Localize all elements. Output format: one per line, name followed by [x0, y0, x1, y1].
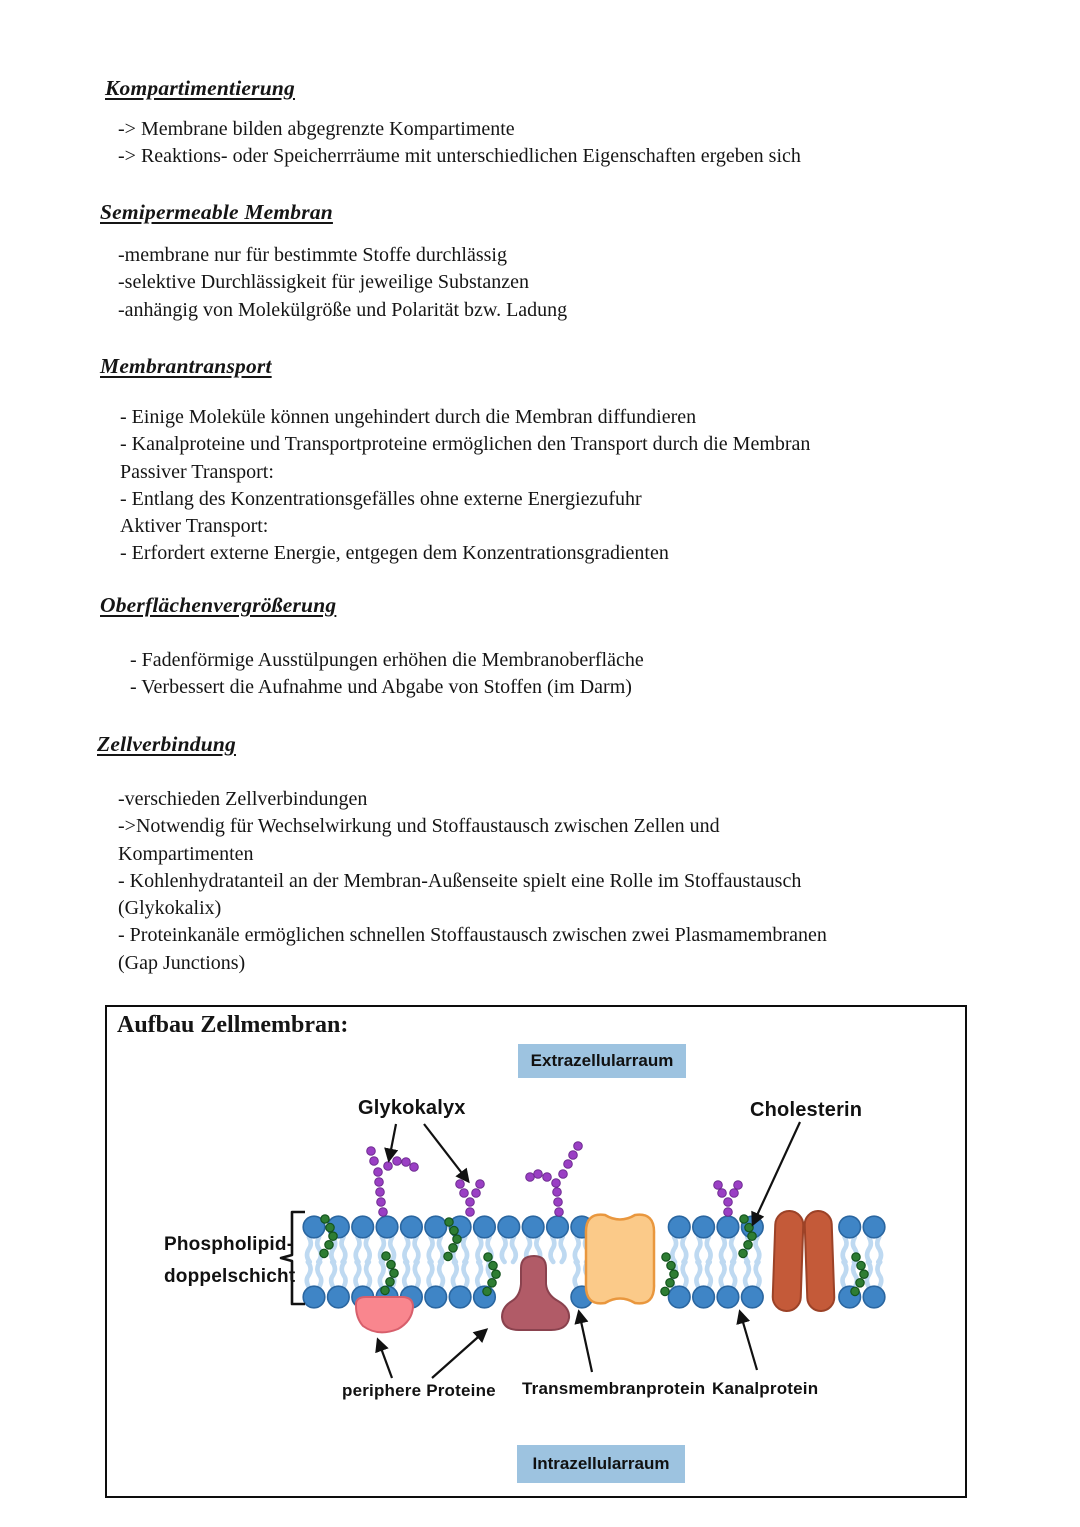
peripheral-proteins-label: periphere Proteine: [342, 1381, 496, 1400]
heading-oberflaechenvergroesserung: Oberflächenvergrößerung: [100, 593, 337, 617]
text-line: Aktiver Transport:: [120, 515, 269, 538]
section-membrantransport-body: - Einige Moleküle können ungehindert dur…: [120, 404, 810, 568]
text-line: - Kanalproteine und Transportproteine er…: [120, 433, 811, 456]
section-zellverbindung-body: -verschieden Zellverbindungen ->Notwendi…: [118, 786, 827, 977]
text-line: - Kohlenhydratanteil an der Membran-Auße…: [118, 869, 802, 892]
channel-protein-label: Kanalprotein: [712, 1379, 819, 1398]
heading-zellverbindung: Zellverbindung: [97, 732, 236, 756]
text-line: -anhängig von Molekülgröße und Polarität…: [118, 298, 568, 321]
heading-semipermeable-membran: Semipermeable Membran: [100, 200, 333, 224]
extracellular-space-label: Extrazellularraum: [518, 1044, 686, 1078]
text-line: (Gap Junctions): [118, 951, 246, 974]
text-line: -> Reaktions- oder Speicherrräume mit un…: [118, 145, 801, 168]
section-kompartimentierung-body: -> Membrane bilden abgegrenzte Kompartim…: [118, 116, 801, 171]
text-line: Kompartimenten: [118, 842, 254, 865]
transmembrane-protein-label: Transmembranprotein: [522, 1379, 706, 1398]
phospholipid-label-line2: doppelschicht: [164, 1266, 296, 1287]
text-line: -> Membrane bilden abgegrenzte Kompartim…: [118, 118, 515, 140]
text-line: - Proteinkanäle ermöglichen schnellen St…: [118, 924, 827, 947]
section-semipermeable-body: -membrane nur für bestimmte Stoffe durch…: [118, 242, 567, 324]
text-line: - Verbessert die Aufnahme und Abgabe von…: [130, 676, 632, 699]
text-line: - Erfordert externe Energie, entgegen de…: [120, 542, 669, 565]
cholesterol-label: Cholesterin: [750, 1099, 863, 1121]
text-line: -membrane nur für bestimmte Stoffe durch…: [118, 244, 507, 266]
text-line: - Fadenförmige Ausstülpungen erhöhen die…: [130, 649, 644, 671]
text-line: Passiver Transport:: [120, 460, 274, 483]
diagram-box: [105, 1005, 967, 1498]
section-oberflaechen-body: - Fadenförmige Ausstülpungen erhöhen die…: [130, 647, 644, 702]
diagram-title: Aufbau Zellmembran:: [117, 1012, 349, 1038]
glycocalyx-label: Glykokalyx: [358, 1097, 466, 1119]
intracellular-space-label: Intrazellularraum: [517, 1445, 685, 1483]
text-line: -selektive Durchlässigkeit für jeweilige…: [118, 271, 529, 294]
text-line: - Einige Moleküle können ungehindert dur…: [120, 406, 697, 428]
heading-membrantransport: Membrantransport: [100, 354, 272, 378]
phospholipid-label-line1: Phospholipid-: [164, 1234, 294, 1255]
text-line: ->Notwendig für Wechselwirkung und Stoff…: [118, 815, 720, 838]
heading-kompartimentierung: Kompartimentierung: [105, 76, 295, 100]
phospholipid-bilayer-label: Phospholipid- doppelschicht: [164, 1229, 295, 1293]
text-line: (Glykokalix): [118, 897, 222, 920]
text-line: -verschieden Zellverbindungen: [118, 788, 368, 810]
text-line: - Entlang des Konzentrationsgefälles ohn…: [120, 487, 642, 510]
